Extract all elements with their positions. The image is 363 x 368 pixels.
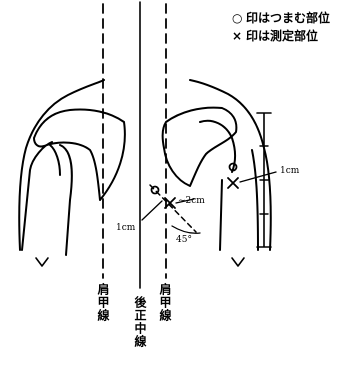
back-offset-label: 1cm bbox=[116, 224, 135, 233]
back-diagonal bbox=[150, 185, 196, 232]
back-distance-label: ~2cm bbox=[178, 197, 205, 206]
right-arm-outline bbox=[220, 150, 258, 250]
torso-outline bbox=[19, 80, 271, 250]
left-v-mark bbox=[36, 258, 48, 266]
scapular-line-right-label: 肩甲線 bbox=[159, 283, 171, 322]
legend-pinch: ○印はつまむ部位 bbox=[232, 12, 330, 24]
scapular-line-left-label: 肩甲線 bbox=[97, 283, 109, 322]
legend-measure: ×印は測定部位 bbox=[232, 30, 318, 42]
angle-label: 45° bbox=[176, 236, 192, 245]
back-arrow-left bbox=[142, 201, 162, 220]
right-v-mark bbox=[232, 258, 244, 266]
arm-pointer bbox=[240, 172, 276, 182]
left-deltoid bbox=[50, 145, 60, 175]
arm-measure-marker bbox=[228, 178, 238, 188]
legend-pinch-text: 印はつまむ部位 bbox=[246, 11, 330, 25]
right-scapula bbox=[163, 108, 237, 186]
posterior-median-line-label: 後正中線 bbox=[134, 296, 146, 348]
left-scapula bbox=[34, 110, 125, 201]
left-arm-outline bbox=[22, 142, 72, 255]
legend-measure-text: 印は測定部位 bbox=[246, 29, 318, 43]
upper-arm-offset-label: 1cm bbox=[280, 167, 299, 176]
circle-icon: ○ bbox=[232, 12, 246, 24]
cross-icon: × bbox=[232, 30, 246, 42]
